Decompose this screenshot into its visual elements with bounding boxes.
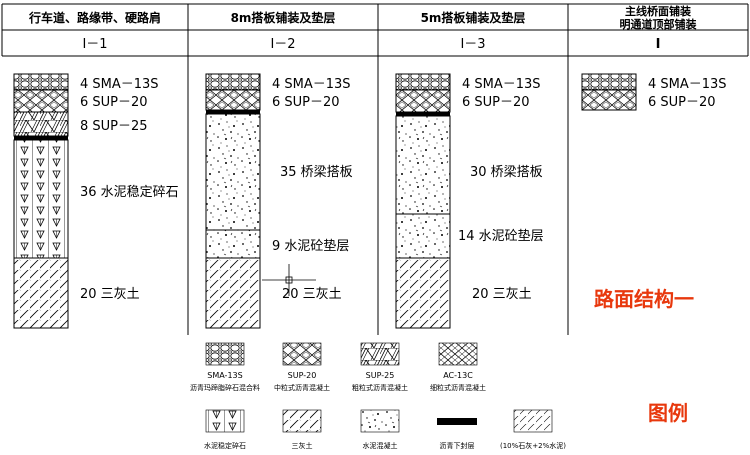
seal-layer — [206, 110, 260, 114]
legend-swatch-lime-soil — [282, 409, 322, 433]
layer-label: 4 SMA－13S — [648, 77, 727, 92]
layer-label: 6 SUP－20 — [80, 95, 148, 110]
column-3-profile — [395, 73, 451, 329]
legend-swatch-sup25 — [360, 342, 400, 366]
legend-desc: 中粒式沥青混凝土 — [274, 383, 330, 392]
seal-layer — [14, 136, 68, 140]
layer-sup25 — [13, 111, 69, 137]
layer-label: 8 SUP－25 — [80, 119, 148, 134]
layer-sup20 — [395, 89, 451, 113]
layer-sma — [581, 73, 637, 91]
column-2-profile — [205, 73, 261, 329]
legend-name: SUP-20 — [288, 371, 317, 380]
legend-desc: 沥青玛蹄脂碎石混合料 — [190, 383, 260, 392]
layer-label: 20 三灰土 — [282, 287, 342, 302]
header-table — [1, 3, 749, 335]
legend-swatch-seal — [437, 418, 477, 425]
legend-swatch-cement-gravel — [205, 409, 245, 433]
legend-title: 图例 — [648, 401, 688, 425]
legend-swatch-ac13 — [438, 342, 478, 366]
code-col-3: I－3 — [460, 37, 485, 52]
layer-sup20 — [581, 89, 637, 111]
layer-concrete-cushion — [205, 229, 261, 259]
layer-sma — [13, 73, 69, 91]
layer-label: 9 水泥砼垫层 — [272, 238, 349, 254]
layer-label: 6 SUP－20 — [272, 95, 340, 110]
legend-swatch-lime-cement — [513, 409, 553, 433]
layer-label: 6 SUP－20 — [462, 95, 530, 110]
legend-desc: 细粒式沥青混凝土 — [430, 383, 486, 392]
layer-sma — [205, 73, 261, 91]
layer-approach-slab — [205, 113, 261, 231]
legend-swatch-sma — [205, 342, 245, 366]
code-col-4: I — [656, 37, 661, 52]
legend-desc: 三灰土 — [292, 441, 313, 450]
layer-sup20 — [205, 89, 261, 111]
legend-name: SMA-13S — [207, 371, 242, 380]
header-col-1: 行车道、路缘带、硬路肩 — [28, 10, 161, 25]
header-col-4-line-2: 明通道顶部铺装 — [620, 17, 697, 31]
legend-desc: 水泥稳定碎石 — [204, 441, 246, 450]
layer-concrete-cushion — [395, 213, 451, 259]
legend-desc: 水泥混凝土 — [363, 441, 398, 450]
layer-lime-soil — [13, 257, 69, 329]
layer-sma — [395, 73, 451, 91]
layer-sup20 — [13, 89, 69, 113]
layer-label: 36 水泥稳定碎石 — [80, 184, 179, 200]
layer-label: 4 SMA－13S — [272, 77, 351, 92]
code-col-1: I－1 — [82, 37, 107, 52]
layer-label: 20 三灰土 — [80, 287, 140, 302]
layer-label: 35 桥梁搭板 — [280, 164, 353, 180]
layer-lime-soil — [395, 257, 451, 329]
layer-label: 4 SMA－13S — [462, 77, 541, 92]
header-col-2: 8m搭板铺装及垫层 — [231, 10, 336, 25]
column-4-profile — [581, 73, 637, 111]
layer-cement-gravel — [13, 139, 69, 259]
header-col-3: 5m搭板铺装及垫层 — [421, 10, 526, 25]
legend-swatch-sup20 — [282, 342, 322, 366]
code-col-2: I－2 — [270, 37, 295, 52]
legend-name: AC-13C — [443, 371, 473, 380]
layer-label: 6 SUP－20 — [648, 95, 716, 110]
legend-swatch-concrete — [360, 409, 400, 433]
layer-label: 20 三灰土 — [472, 287, 532, 302]
seal-layer — [396, 112, 450, 116]
layer-label: 14 水泥砼垫层 — [458, 228, 544, 244]
header-col-4-line-1: 主线桥面铺装 — [625, 4, 691, 18]
layer-label: 4 SMA－13S — [80, 77, 159, 92]
legend-desc: 沥青下封层 — [440, 441, 475, 450]
legend-desc: (10%石灰+2%水泥) — [500, 441, 566, 450]
layer-approach-slab — [395, 115, 451, 215]
column-1-profile — [13, 73, 69, 329]
layer-label: 30 桥梁搭板 — [470, 164, 543, 180]
legend-desc: 粗粒式沥青混凝土 — [352, 383, 408, 392]
cursor-crosshair — [262, 264, 316, 296]
legend — [205, 342, 553, 433]
structure-title: 路面结构一 — [594, 287, 694, 311]
layer-lime-soil — [205, 257, 261, 329]
legend-name: SUP-25 — [366, 371, 395, 380]
